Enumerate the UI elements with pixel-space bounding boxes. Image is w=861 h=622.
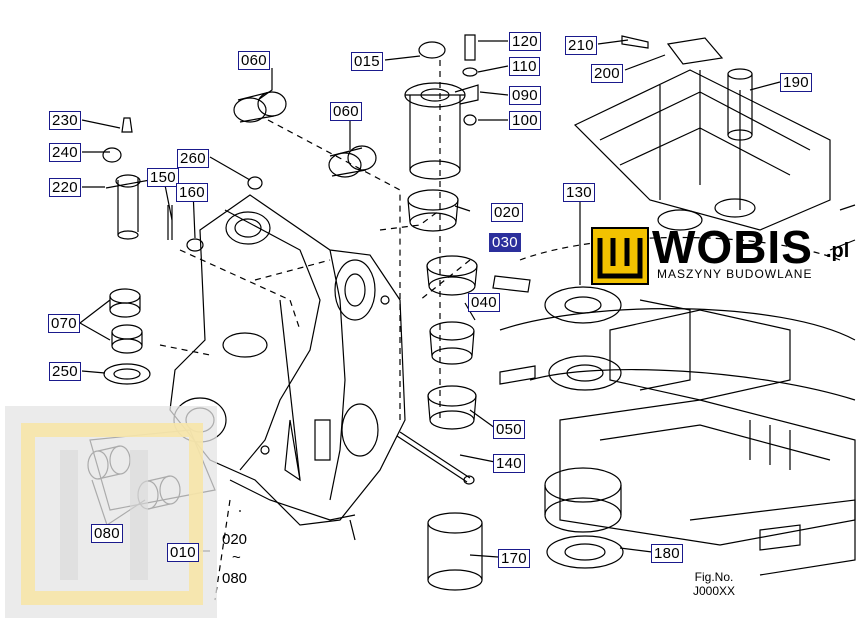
callout-160[interactable]: 160	[176, 183, 208, 202]
callout-070[interactable]: 070	[48, 314, 80, 333]
callout-170[interactable]: 170	[498, 549, 530, 568]
callout-140[interactable]: 140	[493, 454, 525, 473]
callout-190[interactable]: 190	[780, 73, 812, 92]
range-to: 080	[222, 570, 248, 587]
wobis-logo-icon	[591, 227, 649, 285]
figure-number: Fig.No. J000XX	[684, 570, 744, 598]
callout-260[interactable]: 260	[177, 149, 209, 168]
figure-label: Fig.No.	[694, 570, 734, 584]
callout-060-lower[interactable]: 060	[330, 102, 362, 121]
callout-110[interactable]: 110	[509, 57, 540, 76]
callout-050[interactable]: 050	[493, 420, 525, 439]
callout-030-highlighted[interactable]: 030	[489, 233, 521, 252]
watermark-tagline: MASZYNY BUDOWLANE	[657, 267, 813, 281]
callout-180[interactable]: 180	[651, 544, 683, 563]
range-separator: ~	[232, 549, 241, 566]
figure-code: J000XX	[692, 584, 736, 598]
callout-240[interactable]: 240	[49, 143, 81, 162]
callout-210[interactable]: 210	[565, 36, 597, 55]
callout-100[interactable]: 100	[509, 111, 541, 130]
callout-080[interactable]: 080	[91, 524, 123, 543]
callout-010[interactable]: 010	[167, 543, 199, 562]
chassis-frame	[499, 69, 856, 576]
callout-015[interactable]: 015	[351, 52, 383, 71]
callout-060-upper[interactable]: 060	[238, 51, 270, 70]
range-from: 020	[222, 531, 248, 548]
watermark-brand-suffix: .pl	[826, 240, 850, 262]
callout-090[interactable]: 090	[509, 86, 541, 105]
callout-120[interactable]: 120	[509, 32, 541, 51]
watermark-frame	[5, 406, 217, 618]
leader-lines	[79, 39, 781, 558]
callout-040[interactable]: 040	[468, 293, 500, 312]
callout-130[interactable]: 130	[563, 183, 595, 202]
callout-220[interactable]: 220	[49, 178, 81, 197]
watermark-brand-name: WOBIS	[652, 221, 813, 273]
callout-150[interactable]: 150	[147, 168, 179, 187]
callout-230[interactable]: 230	[49, 111, 81, 130]
assembly-lines	[159, 60, 471, 601]
callout-200[interactable]: 200	[591, 64, 623, 83]
callout-020[interactable]: 020	[491, 203, 523, 222]
callout-250[interactable]: 250	[49, 362, 81, 381]
